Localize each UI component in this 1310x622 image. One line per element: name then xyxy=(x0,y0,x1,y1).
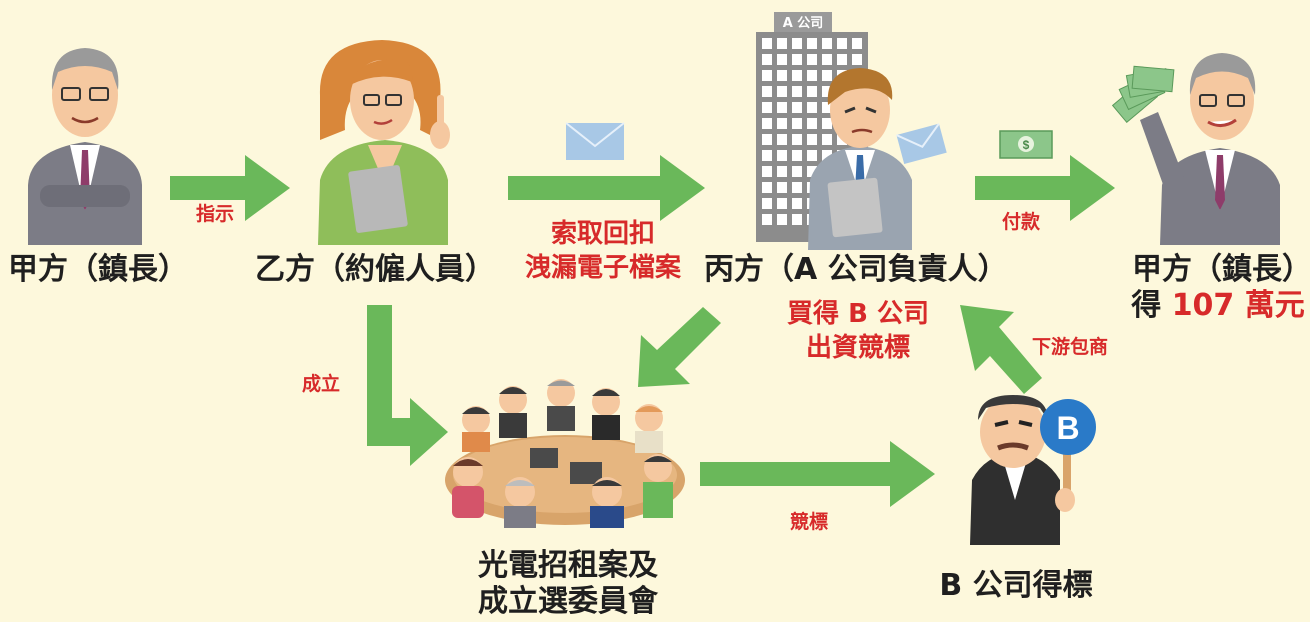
building-window xyxy=(792,150,802,161)
arrow-instruct xyxy=(170,155,290,221)
edge-establish-label: 成立 xyxy=(302,373,341,395)
building-window xyxy=(792,214,802,225)
building-window xyxy=(762,150,772,161)
arrow-buy xyxy=(638,307,721,387)
committee-label-line2: 成立選委員會 xyxy=(478,584,658,619)
arrow-leak xyxy=(508,155,705,221)
building-window xyxy=(807,102,817,113)
building-window xyxy=(807,38,817,49)
building-window xyxy=(792,166,802,177)
building-window xyxy=(792,70,802,81)
building-window xyxy=(792,182,802,193)
building-window xyxy=(777,54,787,65)
edge-instruct-label: 指示 xyxy=(196,203,235,225)
edge-subcontract-label: 下游包商 xyxy=(1032,336,1109,358)
arrow-pay xyxy=(975,155,1115,221)
building-window xyxy=(792,54,802,65)
building-window xyxy=(762,182,772,193)
edge-buy-line2: 出資競標 xyxy=(805,333,911,363)
building-window xyxy=(792,134,802,145)
building-window xyxy=(822,134,832,145)
building-window xyxy=(822,86,832,97)
building-window xyxy=(762,70,772,81)
building-window xyxy=(777,198,787,209)
company-a-label: 丙方（A 公司負責人） xyxy=(704,252,1008,287)
building-window xyxy=(822,118,832,129)
building-window xyxy=(852,54,862,65)
committee-group xyxy=(445,379,685,528)
building-window xyxy=(837,38,847,49)
envelope-icon xyxy=(565,122,625,160)
building-window xyxy=(777,166,787,177)
mayor-right-amount: 107 萬元 xyxy=(1171,288,1305,323)
building-window xyxy=(792,38,802,49)
building-window xyxy=(777,38,787,49)
building-window xyxy=(807,54,817,65)
building-window xyxy=(777,86,787,97)
building-window xyxy=(777,118,787,129)
edge-pay-label: 付款 xyxy=(1002,211,1041,233)
building-window xyxy=(807,166,817,177)
building-window xyxy=(822,102,832,113)
building-window xyxy=(807,118,817,129)
mayor-right-prefix: 得 xyxy=(1131,288,1162,323)
building-window xyxy=(777,134,787,145)
building-window xyxy=(762,214,772,225)
edge-leak-line2: 洩漏電子檔案 xyxy=(524,253,682,283)
building-window xyxy=(762,118,772,129)
building-window xyxy=(762,54,772,65)
building-window xyxy=(852,38,862,49)
edge-buy-line1: 買得 B 公司 xyxy=(787,299,929,329)
mayor-right-amount-line: 得 107 萬元 xyxy=(1131,288,1305,324)
arrow-establish xyxy=(367,305,448,466)
company-b-label: B 公司得標 xyxy=(939,568,1093,603)
building-window xyxy=(822,70,832,81)
building-window xyxy=(807,150,817,161)
building-window xyxy=(792,86,802,97)
cash-fan-icon xyxy=(1111,65,1175,123)
building-window xyxy=(777,102,787,113)
building-window xyxy=(807,134,817,145)
building-window xyxy=(807,70,817,81)
building-window xyxy=(762,86,772,97)
building-window xyxy=(777,70,787,81)
building-window xyxy=(777,214,787,225)
building-window xyxy=(762,102,772,113)
mayor-right-label: 甲方（鎮長） xyxy=(1132,252,1310,287)
building-window xyxy=(822,38,832,49)
svg-text:$: $ xyxy=(1023,138,1030,152)
building-window xyxy=(792,118,802,129)
building-sign: A 公司 xyxy=(783,16,824,31)
building-window xyxy=(792,198,802,209)
banknote-icon: $ xyxy=(999,130,1053,159)
mayor-left-label: 甲方（鎮長） xyxy=(8,252,188,287)
b-paddle-icon xyxy=(1040,399,1096,455)
edge-bid-label: 競標 xyxy=(790,511,829,533)
building-window xyxy=(762,198,772,209)
building-window xyxy=(777,150,787,161)
building-window xyxy=(777,182,787,193)
mayor-right-figure xyxy=(1111,53,1280,245)
paddle-letter: B xyxy=(1056,410,1079,446)
building-window xyxy=(837,54,847,65)
building-window xyxy=(792,102,802,113)
arrow-subcontract xyxy=(960,305,1042,394)
company-a-man-figure xyxy=(808,68,947,250)
building-window xyxy=(762,166,772,177)
contractor-label: 乙方（約僱人員） xyxy=(255,252,495,287)
building-window xyxy=(822,54,832,65)
building-window xyxy=(762,134,772,145)
building-window xyxy=(762,38,772,49)
committee-label-line1: 光電招租案及 xyxy=(478,548,658,583)
building-window xyxy=(822,150,832,161)
company-b-figure xyxy=(970,395,1096,545)
building-window xyxy=(807,86,817,97)
edge-leak-line1: 索取回扣 xyxy=(550,219,656,249)
mayor-left-figure xyxy=(28,48,142,245)
contractor-figure xyxy=(318,40,450,245)
arrow-bid xyxy=(700,441,935,507)
